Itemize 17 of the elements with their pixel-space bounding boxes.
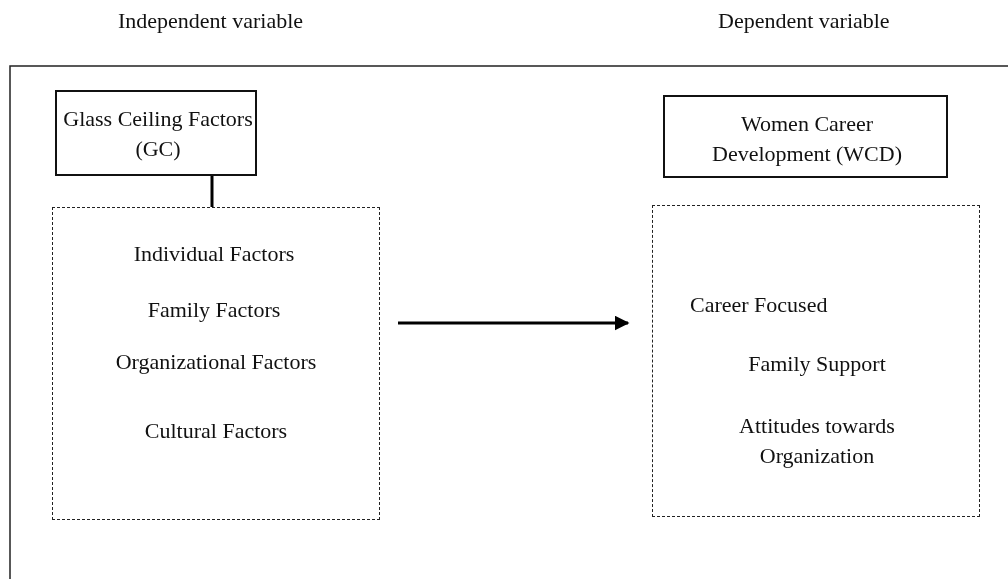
variable-box — [663, 95, 948, 178]
factor-text: Individual Factors — [133, 240, 295, 268]
factor-text: Organizational Factors — [115, 348, 317, 376]
column-heading: Independent variable — [118, 8, 304, 34]
dashed-group-box — [652, 205, 980, 517]
column-heading: Dependent variable — [718, 8, 890, 34]
arrow — [398, 315, 630, 331]
factor-text: Career Focused — [690, 291, 828, 319]
dashed-group-box — [52, 207, 380, 520]
factor-text: Cultural Factors — [144, 417, 288, 445]
box-title: Women Career Development (WCD) — [711, 110, 903, 168]
factor-text: Family Support — [748, 350, 886, 378]
connector-line — [210, 176, 214, 207]
factor-text: Family Factors — [147, 296, 281, 324]
variable-box — [55, 90, 257, 176]
factor-text: Attitudes towards Organization — [738, 412, 896, 470]
box-title: Glass Ceiling Factors (GC) — [62, 105, 254, 163]
